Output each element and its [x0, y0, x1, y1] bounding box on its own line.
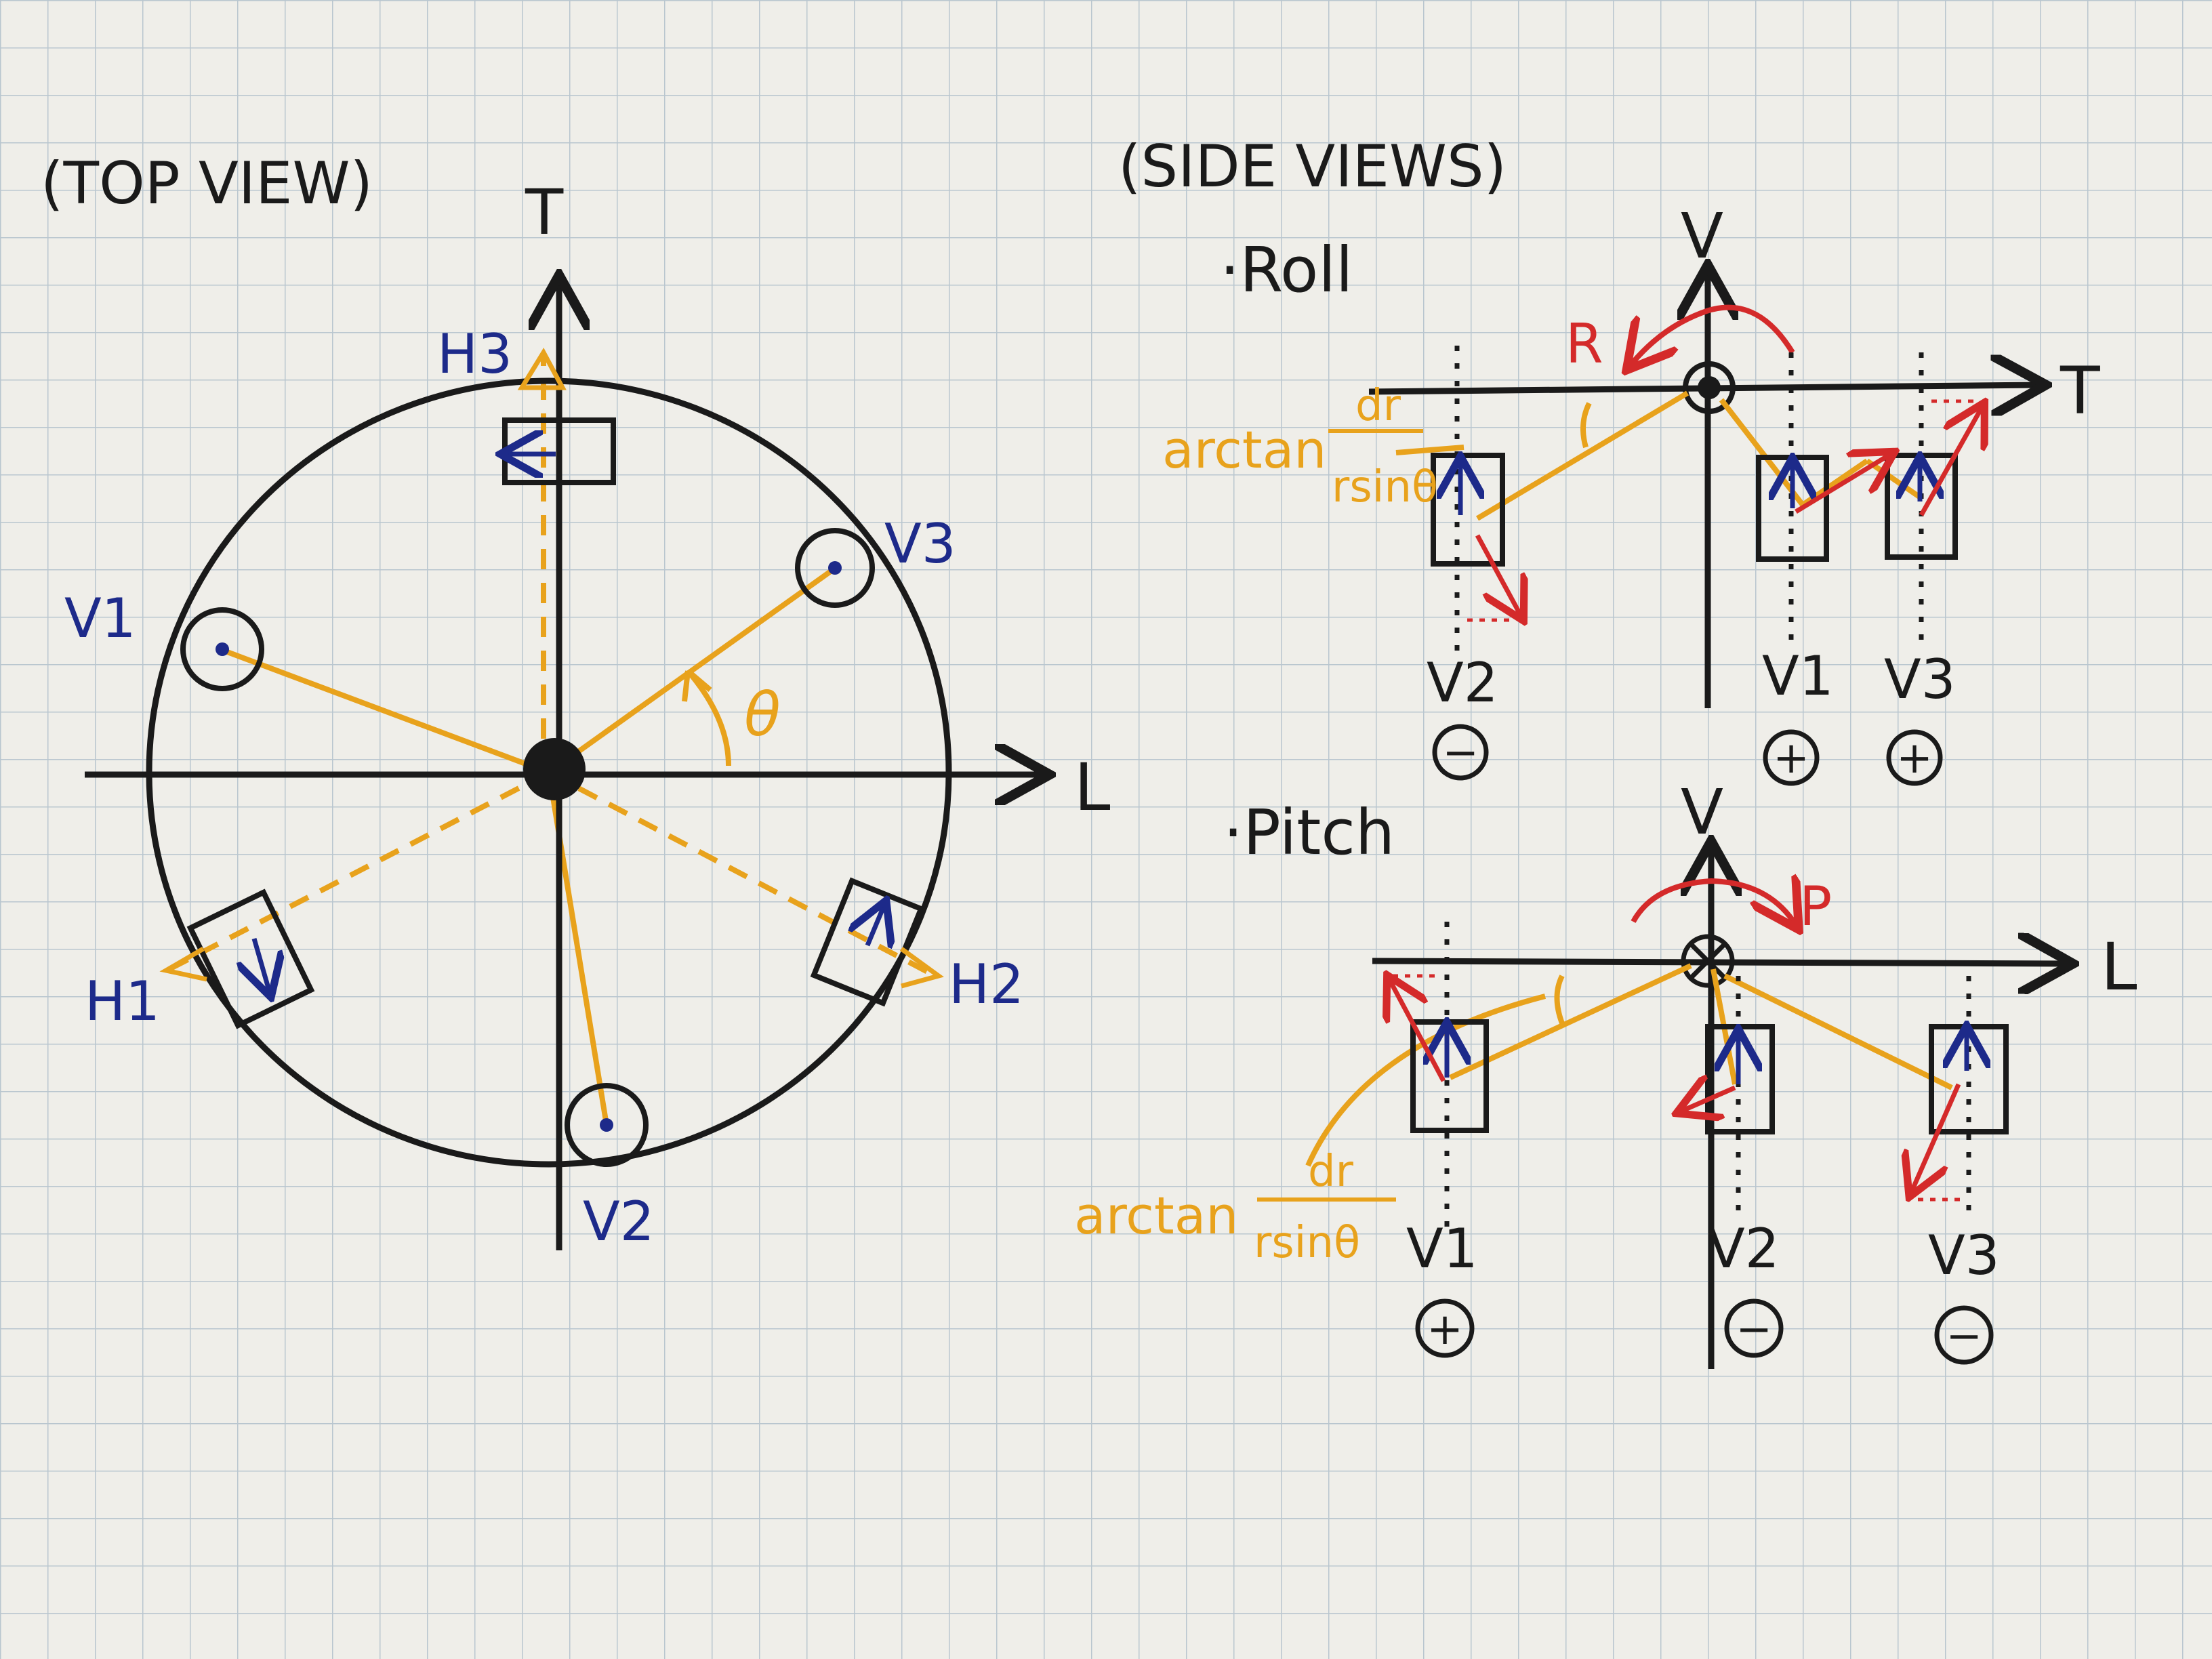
pitch-sign-ring-v1: [1415, 1298, 1475, 1358]
roll-motion-v1: [1795, 454, 1891, 514]
pitch-center-ring: [1681, 934, 1735, 988]
roll-motion-v2: [1475, 534, 1521, 617]
pitch-motion-v3: [1911, 1083, 1961, 1193]
pitch-formula-leader: [1305, 994, 1547, 1167]
pitch-tilt-v3: [1723, 973, 1953, 1090]
pitch-center: [1681, 934, 1735, 988]
roll-center-dot: [1698, 376, 1721, 399]
pitch-name-v3: V3: [1928, 1224, 2000, 1287]
pitch-axis-l-label: L: [2101, 929, 2137, 1005]
label-v1: V1: [64, 587, 136, 650]
roll-angle-arc: [1580, 402, 1592, 449]
thruster-v3-dot: [828, 561, 842, 575]
pitch-sign-v2: −: [1736, 1305, 1772, 1355]
pitch-name-v1: V1: [1406, 1217, 1478, 1280]
thruster-v1-dot: [216, 642, 229, 656]
angle-label: θ: [744, 680, 781, 750]
pitch-tilt-v1: [1449, 963, 1692, 1080]
pitch-rotation-arrow: [1631, 881, 1796, 925]
pitch-formula-num: dr: [1308, 1147, 1354, 1197]
label-v3: V3: [884, 512, 956, 575]
roll-sign-v3: +: [1896, 733, 1933, 783]
pitch-axis-v-label: V: [1681, 776, 1723, 848]
pitch-name-v2: V2: [1708, 1217, 1780, 1280]
roll-axis-t-label: T: [2060, 353, 2100, 429]
label-v2: V2: [583, 1190, 655, 1253]
roll-sign-v1: +: [1773, 733, 1809, 783]
radius-v1: [222, 648, 550, 775]
roll-rotation-label: R: [1565, 312, 1603, 375]
axis-t-label: T: [525, 176, 564, 249]
thruster-h2-tip: [899, 947, 944, 989]
center-point: [523, 738, 586, 800]
pitch-axis-l-line: [1372, 961, 2067, 964]
thruster-v3: [795, 528, 875, 608]
pitch-label: ·Pitch: [1223, 796, 1395, 869]
thruster-h3: [505, 347, 616, 485]
pitch-formula-func: arctan: [1074, 1185, 1238, 1246]
roll-label: ·Roll: [1220, 234, 1353, 306]
angle-arrowhead-b: [686, 668, 712, 693]
roll-ref-lines: [1454, 346, 1924, 651]
pitch-motion-v2: [1681, 1088, 1736, 1111]
label-h1: H1: [85, 970, 160, 1033]
roll-motion-v3: [1919, 407, 1982, 516]
thruster-v2-dot: [600, 1118, 613, 1132]
roll-formula-num: dr: [1355, 381, 1401, 431]
pitch-sign-v1: +: [1427, 1305, 1463, 1355]
pitch-formula-den: rsinθ: [1254, 1218, 1360, 1268]
thruster-v3-ring: [795, 528, 875, 608]
label-h3: H3: [437, 323, 512, 386]
roll-thruster-labels: V2 V1 V3 − + +: [1427, 644, 1956, 786]
roll-axis-v-label: V: [1681, 200, 1723, 272]
thruster-h1-tip: [159, 946, 207, 982]
pitch-center-x2: [1689, 942, 1727, 980]
top-view-title: (TOP VIEW): [41, 150, 373, 218]
thruster-h3-tip: [517, 347, 567, 390]
radius-h2: [548, 770, 937, 979]
roll-formula-leader: [1395, 445, 1465, 455]
roll-view: ·Roll V T R: [1162, 200, 2100, 786]
roll-center-ring: [1683, 361, 1736, 414]
roll-name-v3: V3: [1884, 648, 1956, 711]
roll-sign-ring-v2: [1432, 724, 1489, 781]
thruster-h1: [186, 888, 315, 1029]
roll-rotation-arrow: [1630, 304, 1795, 366]
thruster-v2-ring: [565, 1083, 649, 1167]
roll-sign-v2: −: [1442, 728, 1479, 778]
roll-name-v2: V2: [1427, 651, 1498, 714]
pitch-sign-ring-v3: [1934, 1305, 1994, 1365]
thruster-v1: [180, 607, 264, 691]
roll-tilt-v2: [1475, 390, 1689, 521]
angle-arrowhead-a: [682, 670, 691, 702]
roll-name-v1: V1: [1762, 644, 1834, 708]
roll-sign-ring-v3: [1886, 729, 1943, 786]
thruster-h1-arrow: [254, 938, 270, 993]
pitch-rotation-label: P: [1799, 875, 1832, 938]
roll-sign-ring-v1: [1763, 729, 1820, 786]
pitch-motion-v1: [1389, 979, 1446, 1082]
thruster-h2-arrow: [867, 905, 884, 945]
pitch-ref-lines: [1444, 922, 1971, 1227]
pitch-thruster-labels: V1 V2 V3 + − −: [1406, 1217, 2000, 1365]
pitch-angle-arc: [1554, 975, 1565, 1025]
thruster-v2: [565, 1083, 649, 1167]
thruster-v1-ring: [180, 607, 264, 691]
roll-formula-func: arctan: [1162, 419, 1326, 480]
pitch-sign-v3: −: [1946, 1311, 1982, 1361]
axis-l-label: L: [1074, 750, 1110, 825]
roll-formula-den: rsinθ: [1332, 462, 1438, 512]
label-h2: H2: [949, 953, 1024, 1016]
pitch-tilt-lines: [1305, 963, 1953, 1167]
top-view: (TOP VIEW) T L θ: [41, 150, 1110, 1253]
pitch-view: ·Pitch V L P: [1074, 776, 2137, 1369]
side-views-title: (SIDE VIEWS): [1118, 133, 1507, 201]
thruster-h1-box: [186, 888, 315, 1029]
pitch-sign-ring-v2: [1724, 1298, 1784, 1358]
radius-h1: [168, 770, 550, 972]
